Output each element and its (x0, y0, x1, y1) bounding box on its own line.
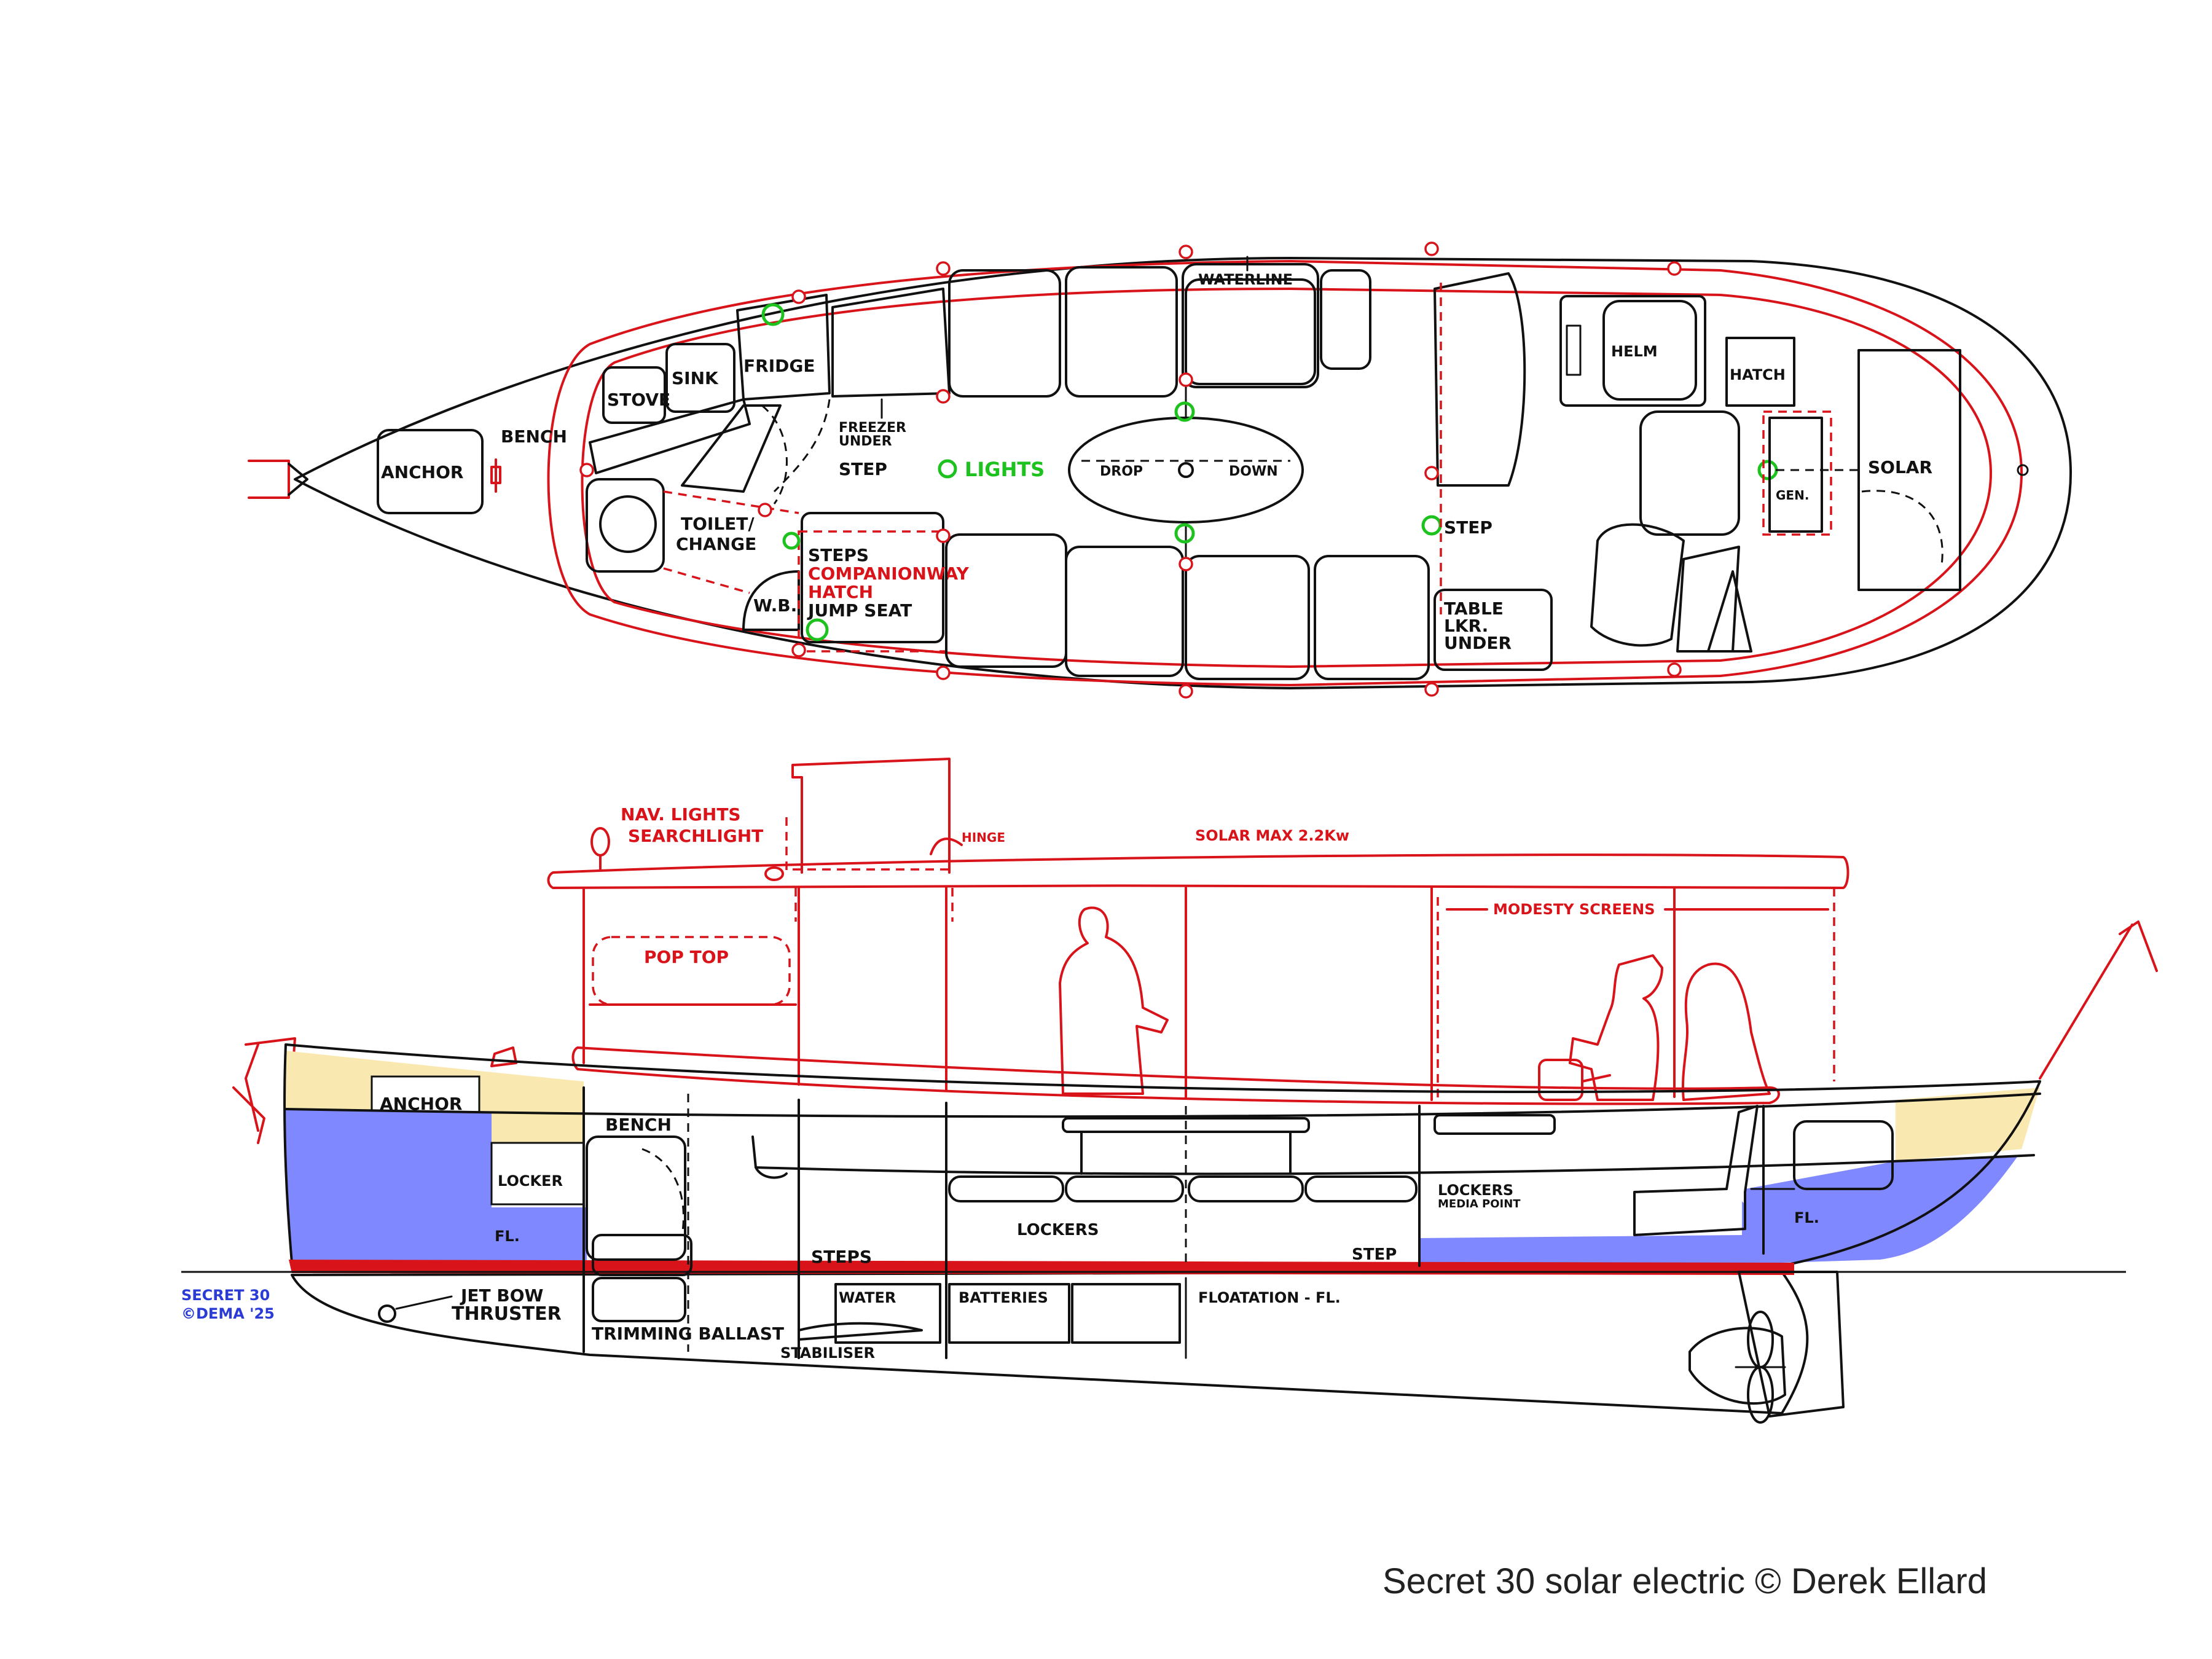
fl-fwd-label: FL. (495, 1228, 520, 1245)
cleat-icon (490, 458, 501, 493)
saloon-lockers (948, 1114, 1556, 1202)
nav-light-icon (590, 827, 610, 871)
hatch-box (1725, 337, 1795, 407)
stern-buoyancy-blue (1419, 1155, 2018, 1266)
plan-hull-outline (294, 257, 2072, 689)
profile-bench-label: BENCH (605, 1115, 672, 1135)
floatation-label: FLOATATION - FL. (1198, 1289, 1341, 1306)
cabin-coaming (571, 1046, 1780, 1105)
plan-stanchions (579, 241, 1682, 699)
stove-label: STOVE (607, 390, 670, 410)
modesty-screens-label: MODESTY SCREENS (1493, 901, 1655, 918)
lockers-media-label-1: LOCKERS (1438, 1182, 1513, 1199)
signature-line-1: SECRET 30 (181, 1287, 270, 1304)
step-fwd-label: STEP (839, 459, 887, 479)
helm-seat (1602, 300, 1697, 401)
person-seated (1681, 962, 1771, 1101)
canopy-posts (582, 887, 1835, 1101)
step-profile-label: STEP (1352, 1245, 1397, 1264)
toilet-compartment (586, 478, 665, 573)
batteries-label: BATTERIES (959, 1289, 1048, 1306)
anchor-locker (377, 429, 484, 514)
freezer-label-1: FREEZER (839, 420, 906, 436)
table-locker (1433, 589, 1553, 671)
bow-roller-icon (248, 460, 308, 499)
settee-port (945, 533, 1430, 680)
freezer-label-2: UNDER (839, 434, 892, 449)
plan-inner-coaming (581, 288, 1992, 668)
solar-roof (547, 758, 1849, 922)
lights-label: LIGHTS (965, 458, 1045, 481)
underwater-hull (291, 1271, 1809, 1414)
table-label-3: UNDER (1444, 633, 1512, 653)
outboard-motor (1688, 1327, 1786, 1405)
toilet-label-2: CHANGE (676, 534, 756, 554)
signature-line-2: ©DEMA '25 (181, 1305, 275, 1322)
hatch-label: HATCH (1730, 366, 1786, 383)
aft-settee (1433, 272, 1526, 487)
stove-unit (602, 366, 666, 424)
jet-label-1: JET BOW (460, 1285, 544, 1306)
step-aft-label: STEP (1444, 517, 1492, 538)
pop-top-label: POP TOP (644, 947, 729, 967)
solar-max-label: SOLAR MAX 2.2Kw (1195, 827, 1349, 844)
lockers-media-label-2: MEDIA POINT (1438, 1198, 1521, 1210)
lockers-label: LOCKERS (1017, 1221, 1099, 1239)
solar-label: SOLAR (1868, 457, 1932, 477)
profile-hull (283, 1043, 2041, 1267)
helm-label: HELM (1611, 343, 1658, 360)
steps-label: STEPS (808, 545, 869, 565)
bow-thruster-port (378, 1304, 396, 1323)
toilet-label-1: TOILET/ (681, 514, 755, 534)
plan-deck-line (547, 260, 2023, 686)
hinge-label: HINGE (962, 830, 1005, 845)
jump-seat-label: JUMP SEAT (807, 600, 912, 621)
nav-lights-label: NAV. LIGHTS (621, 804, 741, 825)
person-helm (1569, 954, 1663, 1101)
bilge-compartments (798, 1283, 1181, 1344)
wb-label: W.B. (753, 595, 797, 616)
light-icon (938, 459, 957, 479)
fl-aft-label: FL. (1794, 1209, 1819, 1226)
profile-anchor-label: ANCHOR (380, 1094, 462, 1114)
generator-box (1768, 417, 1823, 533)
person-standing (1059, 906, 1169, 1095)
bow-buoyancy-blue (286, 1109, 587, 1263)
aft-lounge-seats (1590, 410, 1752, 653)
plan-bench-label: BENCH (501, 426, 567, 447)
table-label-2: LKR. (1444, 616, 1488, 636)
sink-label: SINK (672, 368, 719, 388)
down-label: DOWN (1229, 464, 1278, 479)
plan-view: ANCHOR BENCH STOVE SINK FRIDGE TOILET/ C… (248, 241, 2072, 699)
waterline-label: WATERLINE (1198, 271, 1293, 288)
toilet-bowl (599, 495, 657, 553)
water-label: WATER (839, 1289, 896, 1306)
helm-console (1559, 295, 1706, 407)
helm-wheel (1538, 1059, 1611, 1101)
companionway-label-2: HATCH (808, 582, 873, 602)
trimming-ballast-label: TRIMMING BALLAST (592, 1324, 784, 1344)
jet-label-2: THRUSTER (452, 1303, 562, 1325)
stern-flagstaff (2039, 920, 2158, 1080)
gen-label: GEN. (1776, 488, 1809, 503)
profile-bulkheads (582, 1086, 1421, 1359)
bow-locker-box (490, 1142, 585, 1206)
companionway-steps (801, 512, 944, 643)
profile-view: NAV. LIGHTS SEARCHLIGHT HINGE SOLAR MAX … (181, 758, 2158, 1424)
solar-locker (1857, 349, 1961, 591)
stabiliser-label: STABILISER (780, 1344, 875, 1362)
table-label-1: TABLE (1444, 598, 1504, 619)
drop-label: DROP (1100, 464, 1143, 479)
companionway-label-1: COMPANIONWAY (808, 563, 970, 584)
caption: Secret 30 solar electric © Derek Ellard (1382, 1561, 1987, 1601)
bow-davit (232, 1037, 517, 1144)
plan-anchor-label: ANCHOR (381, 462, 463, 482)
propeller-icon (1735, 1311, 1786, 1424)
locker-label: LOCKER (498, 1172, 563, 1190)
fridge-label: FRIDGE (743, 356, 815, 376)
steps-profile-label: STEPS (811, 1247, 872, 1267)
searchlight-label: SEARCHLIGHT (628, 826, 763, 846)
